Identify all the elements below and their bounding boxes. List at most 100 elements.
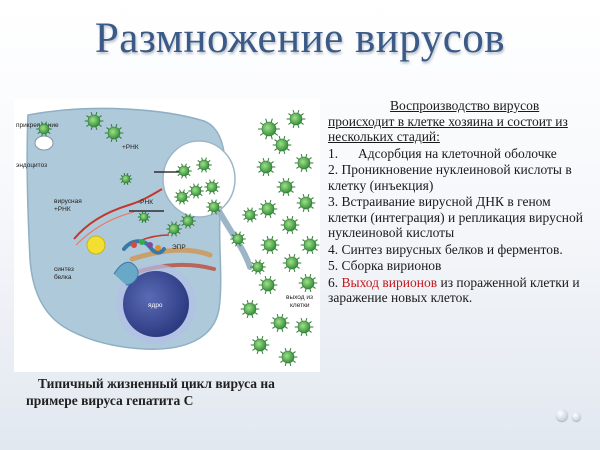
virion-group	[36, 110, 320, 366]
virion-capsid	[273, 316, 287, 330]
virion	[180, 213, 196, 229]
virion-capsid	[303, 238, 317, 252]
virion	[298, 274, 318, 292]
stage-highlight: Выход вирионов	[341, 274, 438, 290]
stages-text-panel: Воспроизводство вирусов происходит в кле…	[328, 98, 588, 306]
virion-capsid	[208, 201, 220, 213]
virion-capsid	[139, 212, 149, 222]
virion-capsid	[253, 338, 267, 352]
ribosome	[86, 235, 106, 255]
label-endocytosis: эндоцитоз	[16, 162, 47, 169]
virion	[282, 254, 302, 272]
cell-illustration: прикрепление эндоцитоз вирусная +РНК +РН…	[16, 107, 320, 366]
virion-capsid	[299, 196, 313, 210]
protein-fold	[113, 261, 139, 286]
virion-capsid	[281, 350, 295, 364]
virion-capsid	[297, 156, 311, 170]
virion-capsid	[178, 165, 190, 177]
rna-strand	[73, 188, 163, 240]
virion	[137, 210, 151, 224]
virion-capsid	[243, 302, 257, 316]
endocytosis-vesicle	[34, 135, 54, 151]
rna-strand	[75, 211, 135, 246]
virion-capsid	[285, 256, 299, 270]
virion-capsid	[121, 174, 131, 184]
vesicle	[162, 140, 236, 218]
virion	[276, 178, 296, 196]
virion	[196, 157, 212, 173]
virion	[258, 276, 278, 294]
virion	[206, 199, 222, 215]
label-protein-synthesis: синтез	[54, 266, 74, 273]
virus-lifecycle-diagram: прикрепление эндоцитоз вирусная +РНК +РН…	[14, 99, 320, 372]
virion	[294, 318, 314, 336]
virion-capsid	[182, 215, 194, 227]
virion-capsid	[107, 126, 121, 140]
protein-bead	[131, 242, 137, 248]
virion	[270, 314, 290, 332]
stage-item-5: 5. Сборка вирионов	[328, 258, 442, 273]
virion	[176, 163, 192, 179]
label-viral-rna-2: +РНК	[54, 206, 71, 213]
virion-capsid	[261, 121, 277, 137]
label-plus-rna: +РНК	[122, 144, 139, 151]
stage-text: из пораженной клетки и заражение новых к…	[328, 274, 580, 306]
protein-bead	[155, 245, 161, 251]
virion-capsid	[252, 261, 264, 273]
label-attachment: прикрепление	[16, 122, 59, 129]
virion-capsid	[198, 159, 210, 171]
virion	[280, 216, 300, 234]
virion	[166, 221, 182, 237]
stage-text: Адсорбция на клеточной оболочке	[358, 145, 557, 161]
stage-item-1: 1. Адсорбция на клеточной оболочке	[328, 146, 588, 162]
virion-capsid	[279, 180, 293, 194]
virion-capsid	[297, 320, 311, 334]
virion	[258, 118, 280, 140]
virion	[240, 300, 260, 318]
stage-item-2: 2. Проникновение нуклеиновой кислоты в к…	[328, 162, 572, 193]
virion	[36, 121, 52, 137]
virion-capsid	[190, 185, 202, 197]
label-exit-2: клетки	[290, 302, 310, 309]
virion	[272, 136, 292, 154]
label-minus-rna: -РНК	[138, 199, 153, 206]
label-viral-rna: вирусная	[54, 198, 82, 205]
virion	[84, 112, 104, 130]
virion	[258, 200, 278, 218]
virion	[204, 179, 220, 195]
virion-capsid	[244, 209, 256, 221]
virion-capsid	[261, 202, 275, 216]
virion	[250, 336, 270, 354]
virion-capsid	[261, 278, 275, 292]
virion	[294, 154, 314, 172]
virion	[250, 259, 266, 275]
virion-capsid	[206, 181, 218, 193]
virion	[104, 124, 124, 142]
virion	[296, 194, 316, 212]
virion-capsid	[87, 114, 101, 128]
virion-capsid	[176, 191, 188, 203]
virion	[256, 158, 276, 176]
label-nucleus: ядро	[148, 302, 163, 309]
virion	[230, 231, 246, 247]
decorative-dot	[556, 409, 568, 421]
stage-number: 6.	[328, 274, 339, 290]
stage-item-6: 6. Выход вирионов из пораженной клетки и…	[328, 275, 588, 306]
virion	[174, 189, 190, 205]
virion	[278, 348, 298, 366]
virion-capsid	[38, 123, 50, 135]
stage-item-3: 3. Встраивание вирусной ДНК в геном клет…	[328, 194, 584, 240]
stage-number: 1.	[328, 145, 339, 161]
virion	[286, 110, 306, 128]
virion-capsid	[232, 233, 244, 245]
label-er: ЭПР	[172, 244, 186, 251]
virion-capsid	[283, 218, 297, 232]
virion	[300, 236, 320, 254]
virion-capsid	[168, 223, 180, 235]
slide-title: Размножение вирусов	[94, 15, 506, 62]
virion-capsid	[275, 138, 289, 152]
protein-bead	[147, 242, 153, 248]
label-protein-synthesis-2: белка	[54, 273, 72, 281]
stages-intro: Воспроизводство вирусов происходит в кле…	[328, 98, 568, 144]
virion	[119, 172, 133, 186]
